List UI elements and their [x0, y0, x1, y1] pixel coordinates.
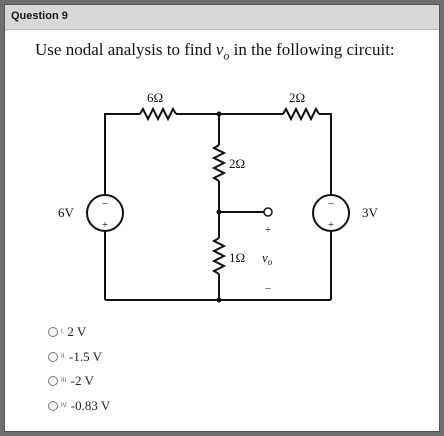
answer-option-2[interactable]: II. -1.5 V — [48, 349, 102, 365]
voltage-source-left — [86, 194, 124, 232]
label-r-top-right: 2Ω — [289, 90, 305, 105]
resistor-6-ohm — [139, 106, 177, 122]
option-value: -1.5 V — [69, 349, 102, 364]
vo-plus-sign: + — [265, 224, 271, 236]
radio-button[interactable] — [48, 401, 58, 411]
question-card: Question 9 — [4, 4, 440, 432]
answer-option-1[interactable]: I. 2 V — [48, 324, 86, 340]
option-value: 2 V — [67, 324, 87, 339]
label-r-middle-upper: 2Ω — [229, 156, 245, 171]
resistor-2-ohm-middle — [211, 144, 227, 182]
option-number: I. — [61, 329, 65, 335]
resistor-1-ohm — [211, 237, 227, 275]
resistor-2-ohm-top — [282, 106, 320, 122]
radio-button[interactable] — [48, 327, 58, 337]
radio-button[interactable] — [48, 376, 58, 386]
option-value: -2 V — [70, 373, 94, 388]
option-number: III. — [61, 378, 68, 384]
label-source-right: 3V — [362, 205, 379, 220]
junction-top — [216, 111, 222, 117]
option-value: -0.83 V — [70, 398, 111, 413]
wire-top-right — [319, 113, 332, 195]
source-right-minus: − — [328, 198, 334, 210]
junction-middle — [216, 209, 222, 215]
vo-terminal — [263, 207, 273, 217]
label-vo: vo — [262, 250, 273, 267]
question-title: Question 9 — [11, 10, 68, 22]
answer-option-4[interactable]: IV. -0.83 V — [48, 398, 110, 414]
question-prompt: Use nodal analysis to find vo in the fol… — [35, 40, 395, 63]
voltage-source-right — [312, 194, 350, 232]
vo-minus-sign: − — [265, 283, 271, 295]
answer-option-3[interactable]: III. -2 V — [48, 373, 94, 389]
option-number: IV. — [61, 403, 68, 409]
radio-button[interactable] — [48, 352, 58, 362]
label-source-left: 6V — [58, 205, 75, 220]
wire-top-left — [104, 113, 140, 195]
option-number: II. — [61, 354, 67, 360]
source-left-plus: + — [102, 219, 108, 231]
label-r-top-left: 6Ω — [147, 90, 163, 105]
question-header: Question 9 — [5, 5, 439, 30]
source-left-minus: − — [102, 198, 108, 210]
source-right-plus: + — [328, 219, 334, 231]
junction-bottom — [216, 297, 222, 303]
label-r-middle-lower: 1Ω — [229, 250, 245, 265]
